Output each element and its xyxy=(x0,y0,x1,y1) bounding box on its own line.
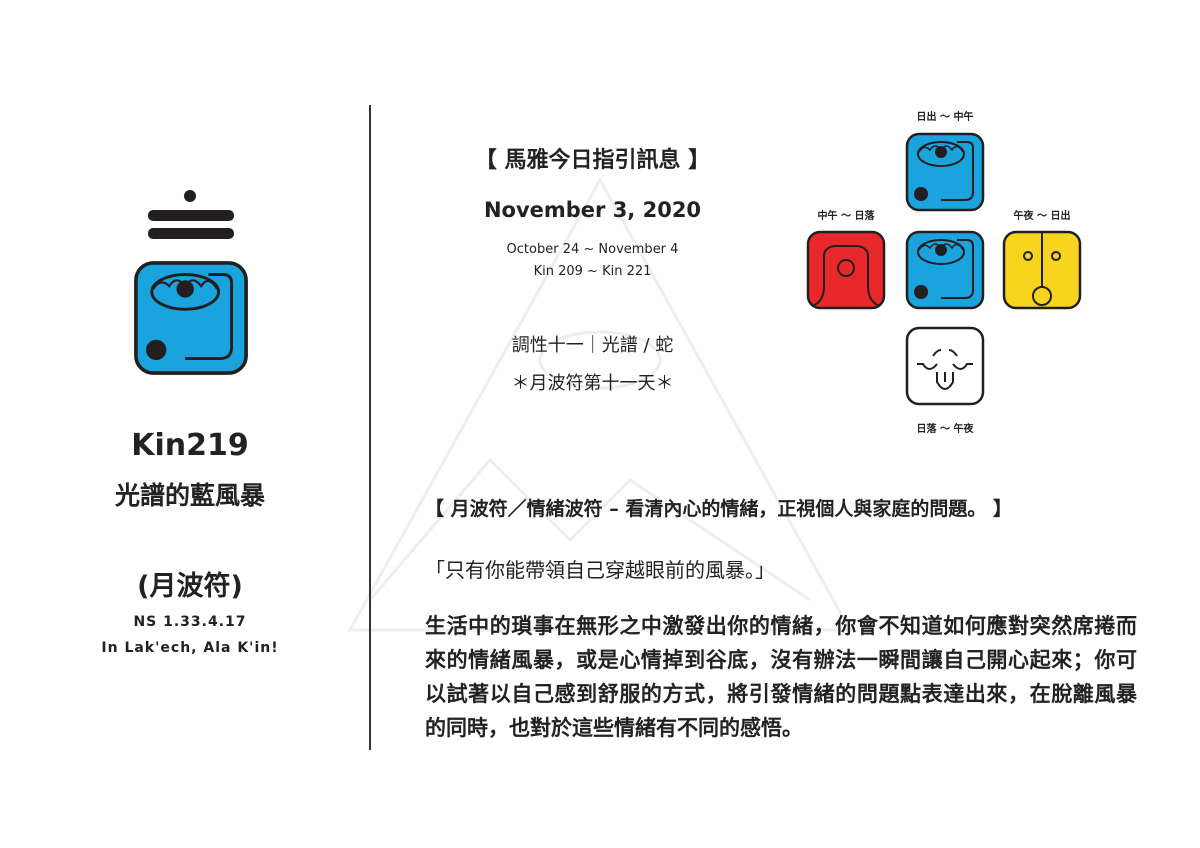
wavespell-kin-range: Kin 209 ~ Kin 221 xyxy=(533,264,652,279)
day-line: ＊月波符第十一天＊ xyxy=(511,373,674,394)
ns-date: NS 1.33.4.17 xyxy=(133,614,247,630)
page-title: 【 馬雅今日指引訊息 】 xyxy=(474,148,711,173)
watermark-triangle xyxy=(347,176,853,632)
oracle-right-label: 午夜 ～ 日出 xyxy=(1013,211,1071,222)
guidance-paragraph: 生活中的瑣事在無形之中激發出你的情緒，你會不知道如何應對突然席捲而來的情緒風暴，… xyxy=(425,614,1137,740)
destiny-blue-storm-icon xyxy=(905,230,985,310)
oracle-bottom-label: 日落 ～ 午夜 xyxy=(916,424,974,435)
occult-white-wind-icon xyxy=(905,326,985,406)
blue-storm-seal-icon xyxy=(134,261,248,375)
oracle-left-label: 中午 ～ 日落 xyxy=(817,211,875,222)
tone-line: 調性十一｜光譜 / 蛇 xyxy=(511,335,674,356)
oracle-top-label: 日出 ～ 中午 xyxy=(916,112,974,123)
date: November 3, 2020 xyxy=(483,198,702,222)
wavespell-label: (月波符) xyxy=(137,571,243,602)
greeting: In Lak'ech, Ala K'in! xyxy=(101,640,279,656)
kin-name: 光譜的藍風暴 xyxy=(114,481,265,510)
divider xyxy=(369,105,371,750)
tone-eleven-icon xyxy=(148,190,234,239)
guide-blue-storm-icon xyxy=(905,132,985,212)
kin-number: Kin219 xyxy=(131,428,249,463)
analog-yellow-sun-icon xyxy=(1002,230,1082,310)
wavespell-heading: 【 月波符／情緒波符 – 看清內心的情緒，正視個人與家庭的問題。 】 xyxy=(425,498,1012,520)
quote: 「只有你能帶領自己穿越眼前的風暴。」 xyxy=(425,558,775,582)
antipode-red-serpent-icon xyxy=(806,230,886,310)
wavespell-date-range: October 24 ~ November 4 xyxy=(506,242,679,257)
